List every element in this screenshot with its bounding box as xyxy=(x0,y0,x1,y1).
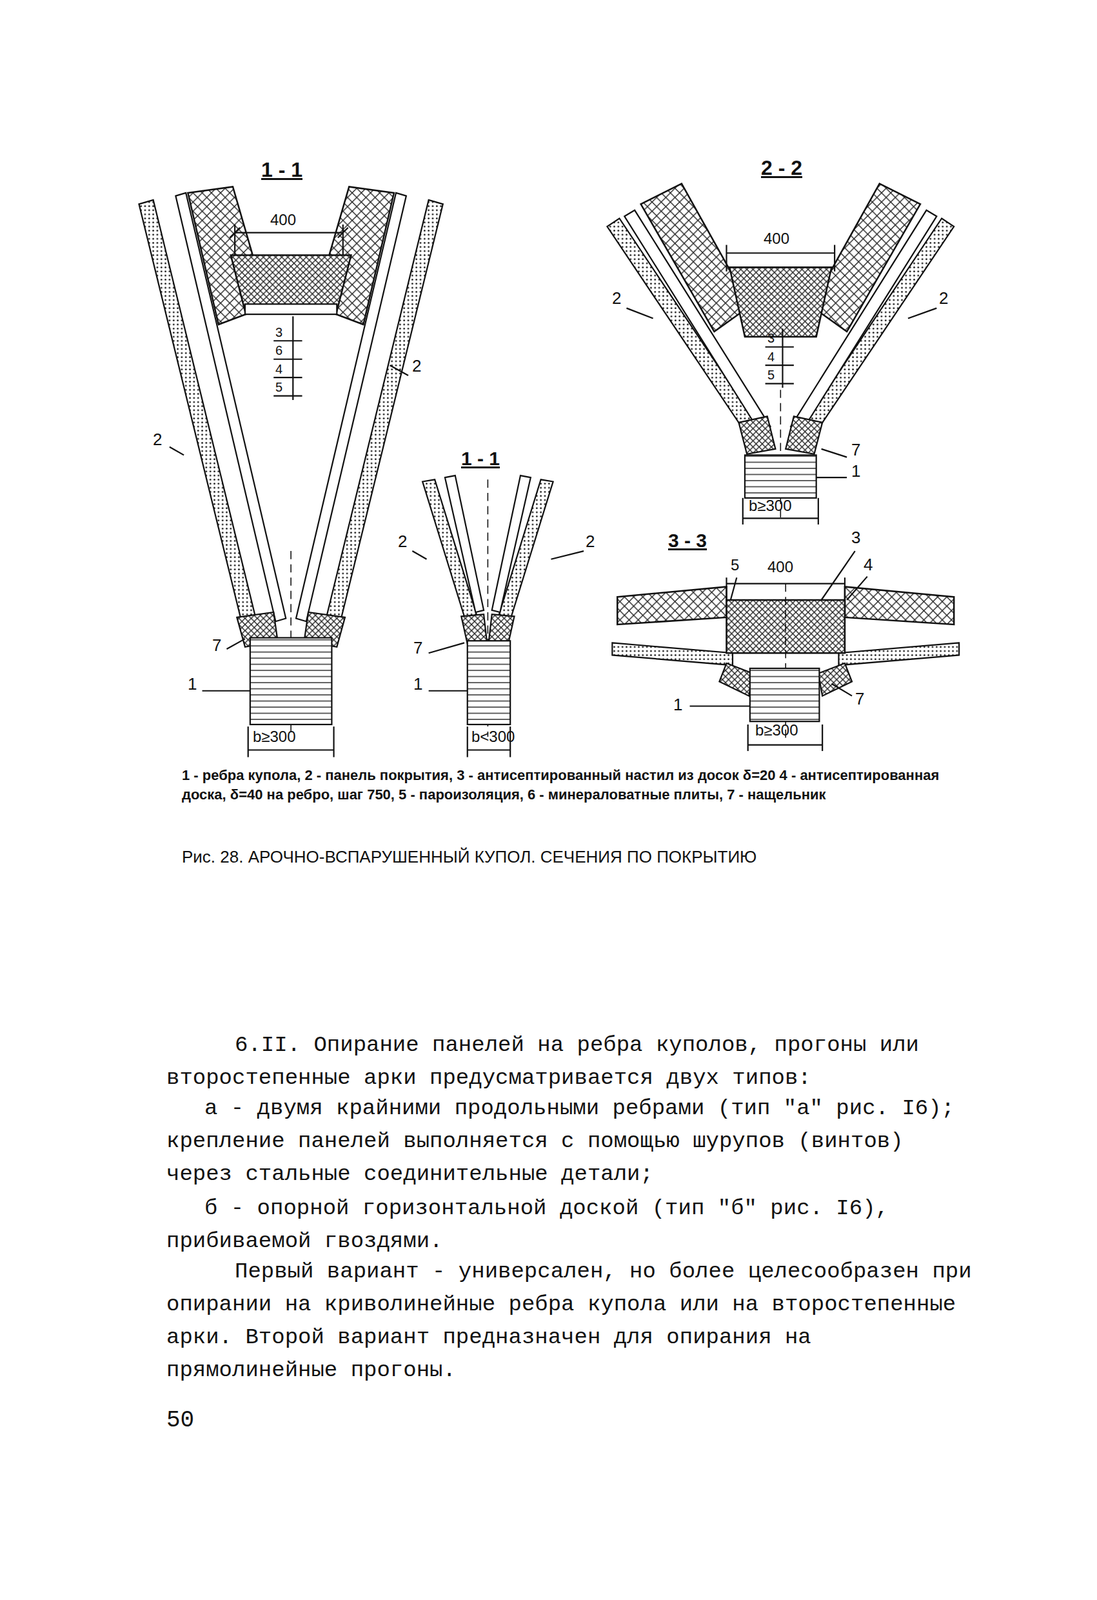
callout-number: 4 xyxy=(275,362,283,376)
callout-number: 6 xyxy=(275,343,283,357)
section-title: 2 - 2 xyxy=(760,157,803,178)
callout-number: 1 xyxy=(851,462,861,480)
callout-number: 7 xyxy=(413,639,423,656)
callout-number: 2 xyxy=(397,532,407,550)
callout-number: 3 xyxy=(851,528,861,546)
callout-number: 3 xyxy=(275,325,283,339)
dimension: 400 xyxy=(763,230,790,247)
dimension: b≥300 xyxy=(748,497,792,514)
dimension: b<300 xyxy=(471,728,515,745)
page-number: 50 xyxy=(166,1408,195,1432)
callout-number: 5 xyxy=(275,380,283,394)
dimension: b≥300 xyxy=(252,728,297,745)
dimension: b≥300 xyxy=(755,722,799,738)
body-paragraph: Первый вариант - универсален, но более ц… xyxy=(166,1255,973,1387)
callout-number: 7 xyxy=(851,441,861,458)
dimension: 400 xyxy=(270,212,297,228)
callout-number: 4 xyxy=(767,350,775,364)
callout-number: 2 xyxy=(612,289,622,307)
callout-number: 2 xyxy=(412,357,422,375)
callout-number: 1 xyxy=(673,695,683,713)
callout-number: 2 xyxy=(152,430,162,448)
callout-number: 2 xyxy=(585,532,595,550)
section-title: 3 - 3 xyxy=(668,530,707,551)
callout-number: 7 xyxy=(855,690,865,707)
callout-number: 1 xyxy=(187,675,197,692)
body-paragraph: 6.II. Опирание панелей на ребра куполов,… xyxy=(166,1028,943,1095)
body-paragraph: б - опорной горизонтальной доской (тип "… xyxy=(166,1191,973,1258)
section-title: 1 - 1 xyxy=(461,448,500,469)
callout-number: 2 xyxy=(938,289,949,307)
callout-number: 3 xyxy=(767,331,775,345)
callout-number: 5 xyxy=(767,368,775,382)
callout-number: 5 xyxy=(730,557,740,573)
callout-number: 4 xyxy=(863,555,873,573)
callout-number: 7 xyxy=(212,636,222,654)
section-title: 1 - 1 xyxy=(261,159,303,180)
callout-number: 1 xyxy=(413,675,423,692)
figure-caption: Рис. 28. АРОЧНО-ВСПАРУШЕННЫЙ КУПОЛ. СЕЧЕ… xyxy=(181,846,1019,867)
body-paragraph: а - двумя крайними продольными ребрами (… xyxy=(166,1091,973,1191)
legend-note: 1 - ребра купола, 2 - панель покрытия, 3… xyxy=(181,765,958,804)
dimension: 400 xyxy=(767,559,794,575)
